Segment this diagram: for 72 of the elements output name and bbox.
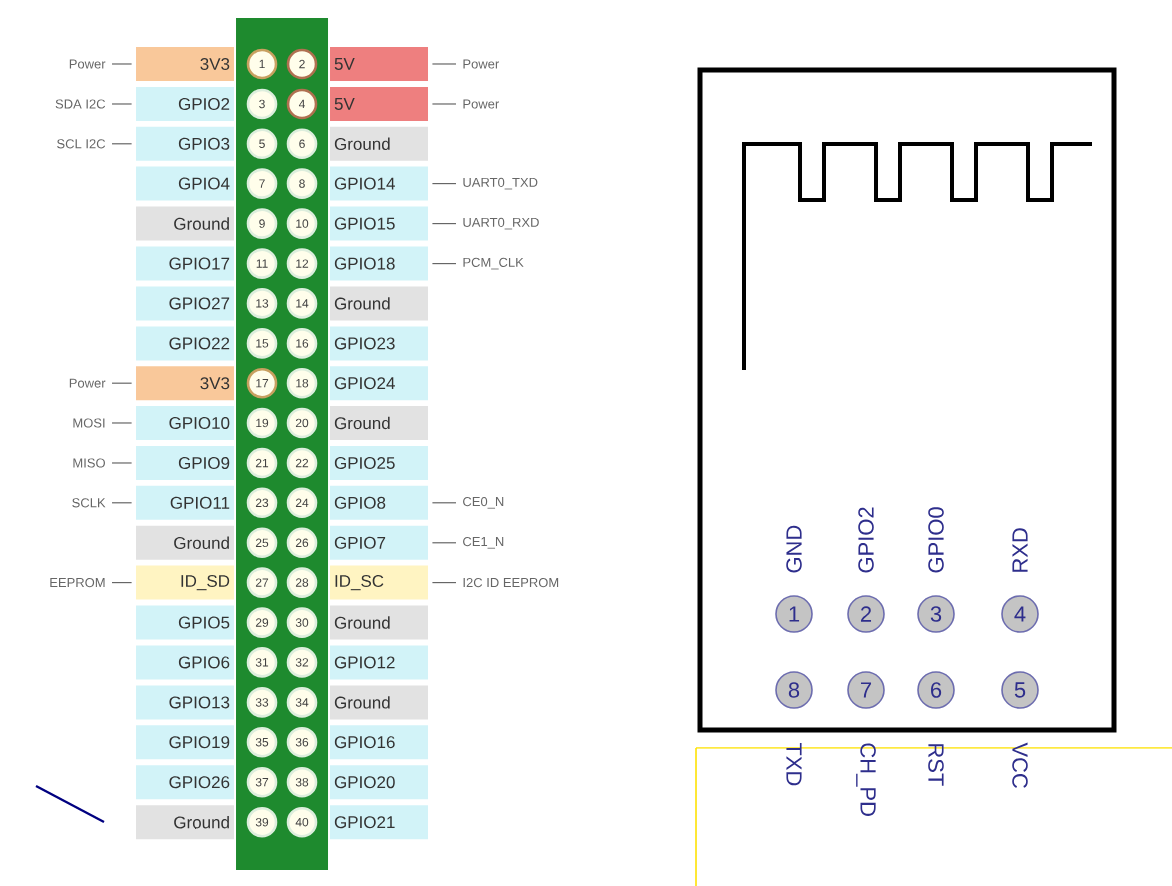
pin-label: ID_SC	[330, 565, 428, 600]
pin-pad: 3	[917, 595, 955, 633]
pin-name: CH_PD	[856, 743, 876, 816]
pin-label: GPIO13	[136, 685, 234, 720]
pin-label: GPIO20	[330, 765, 428, 800]
pin-name: TXD	[786, 742, 802, 786]
leader-line	[111, 502, 133, 504]
pin-pad: 8	[775, 671, 813, 709]
pin-label: GPIO6	[136, 645, 234, 680]
pin-pad: 7	[847, 671, 885, 709]
pin-label: GPIO3	[136, 126, 234, 161]
leader-line	[111, 143, 133, 145]
pin-name: GND	[786, 525, 802, 573]
leader-line	[431, 263, 457, 265]
pin-label: ID_SD	[136, 565, 234, 600]
pin-label: GPIO2	[136, 87, 234, 121]
pin-label: GPIO16	[330, 725, 428, 760]
pin-label: GPIO18	[330, 246, 428, 281]
leader-line	[431, 542, 457, 544]
pin-pad: 6	[917, 671, 955, 709]
pin-label: GPIO7	[330, 525, 428, 560]
leader-line	[431, 223, 457, 225]
pin-label: GPIO14	[330, 166, 428, 201]
pin-label: Ground	[330, 126, 428, 161]
pin-label: GPIO19	[136, 725, 234, 760]
pin-label: GPIO8	[330, 485, 428, 520]
pin-pad: 5	[1001, 671, 1039, 709]
pin-label: 3V3	[136, 366, 234, 401]
pin-label: Ground	[136, 525, 234, 560]
pin-label: 5V	[330, 87, 428, 121]
pin-label: GPIO21	[330, 805, 428, 840]
pin-pad: 1	[775, 595, 813, 633]
pin-label: 5V	[330, 47, 428, 81]
pin-label: GPIO5	[136, 605, 234, 640]
pin-name: RST	[928, 744, 944, 786]
pin-label: GPIO11	[136, 485, 234, 520]
pin-label: Ground	[330, 605, 428, 640]
leader-line	[111, 63, 133, 65]
pin-label: 3V3	[136, 47, 234, 81]
leader-line	[111, 382, 133, 384]
leader-line	[431, 502, 457, 504]
leader-line	[111, 422, 133, 424]
pin-label: Ground	[330, 406, 428, 440]
leader-line	[111, 103, 133, 105]
pin-label: GPIO17	[136, 246, 234, 281]
leader-line	[431, 103, 457, 105]
pin-label: GPIO12	[330, 645, 428, 680]
pin-label: GPIO15	[330, 206, 428, 241]
pin-label: GPIO25	[330, 446, 428, 480]
pin-name: VCC	[1012, 742, 1028, 788]
pin-label: Ground	[330, 286, 428, 321]
pin-name: RXD	[1012, 528, 1028, 572]
pin-label: Ground	[136, 206, 234, 241]
pin-label: GPIO27	[136, 286, 234, 321]
pin-pad: 2	[847, 595, 885, 633]
pin-name: GPIO0	[928, 507, 944, 573]
pin-label: GPIO22	[136, 326, 234, 361]
leader-line	[431, 183, 457, 185]
pin-label: GPIO24	[330, 366, 428, 401]
pin-label: GPIO4	[136, 166, 234, 201]
pin-label: Ground	[136, 805, 234, 840]
pin-pad: 4	[1001, 595, 1039, 633]
pin-label: Ground	[330, 685, 428, 720]
pin-label: GPIO23	[330, 326, 428, 361]
pin-name: GPIO2	[858, 507, 874, 573]
pin-label: GPIO9	[136, 446, 234, 480]
pin-label: GPIO10	[136, 406, 234, 440]
pin-label: GPIO26	[136, 765, 234, 800]
leader-line	[431, 582, 457, 584]
leader-line	[111, 582, 133, 584]
leader-line	[111, 462, 133, 464]
leader-line	[431, 63, 457, 65]
